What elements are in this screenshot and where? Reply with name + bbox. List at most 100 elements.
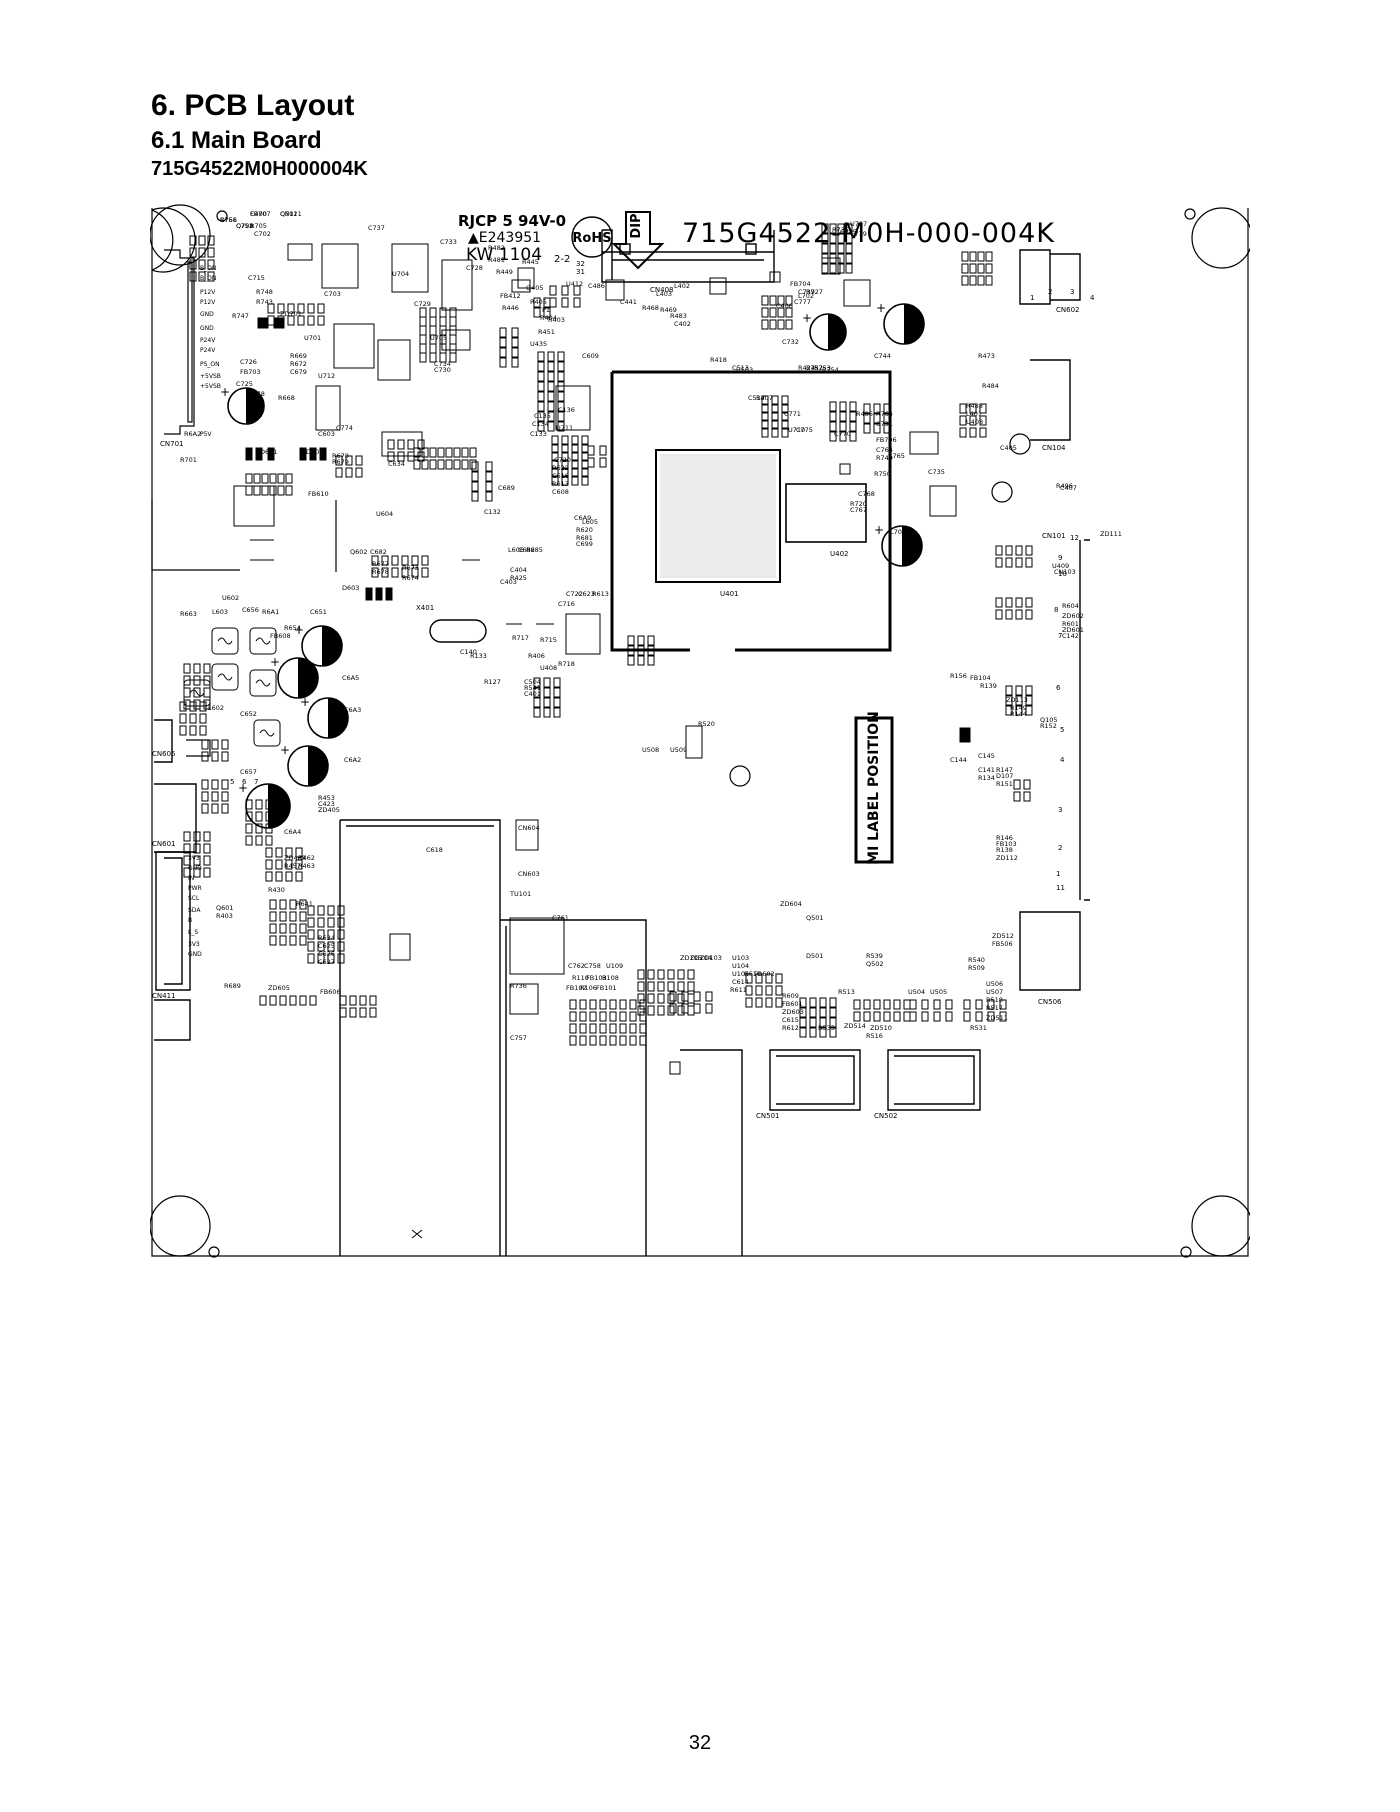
- footprint: [829, 997, 837, 1008]
- footprint: [647, 969, 655, 980]
- rohs-mark: RoHS: [571, 216, 613, 258]
- ref-c183: FB412: [500, 292, 521, 300]
- footprint: [969, 263, 977, 274]
- ref-c168: R622: [552, 464, 569, 472]
- footprint: [327, 929, 335, 940]
- footprint: [499, 327, 507, 338]
- pin-number: 1: [1056, 870, 1060, 878]
- ref-c210: R764: [876, 410, 893, 418]
- ref-c236: R488: [966, 402, 983, 410]
- footprint: [439, 352, 447, 363]
- footprint: [255, 799, 263, 810]
- inductor: [249, 669, 277, 697]
- footprint: [647, 993, 655, 1004]
- ref-c106: C614: [732, 978, 749, 986]
- footprint: [221, 779, 229, 790]
- ref-c12: C728: [466, 264, 483, 272]
- ref-c185: R445: [522, 258, 539, 266]
- footprint: [1025, 557, 1033, 568]
- ref-c77: R634: [318, 934, 335, 942]
- connector-label-right-top: CN602: [1056, 306, 1080, 314]
- footprint: [769, 295, 777, 306]
- footprint: [515, 819, 539, 851]
- pin-number: 7: [1058, 632, 1062, 640]
- footprint: [587, 445, 595, 456]
- footprint: [571, 451, 579, 462]
- footprint: [561, 459, 569, 470]
- footprint: [553, 687, 561, 698]
- date-suffix: 2-2: [554, 254, 570, 265]
- pin-label: +5VSB: [200, 383, 221, 390]
- footprint: [995, 557, 1003, 568]
- ref-c232: C739: [798, 288, 815, 296]
- footprint: [543, 697, 551, 708]
- footprint: [761, 427, 769, 438]
- footprint: [755, 973, 763, 984]
- right-connectors: [1019, 249, 1090, 991]
- footprint: [639, 1035, 647, 1046]
- svg-text:+: +: [300, 695, 310, 709]
- footprint: [439, 316, 447, 327]
- footprint: [411, 555, 419, 566]
- ref-c78: C625: [318, 942, 335, 950]
- screw-icon-tr: [1184, 208, 1196, 220]
- pin-number: 31: [576, 268, 585, 276]
- ref-c199: C512: [748, 394, 765, 402]
- footprint: [863, 403, 871, 414]
- footprint: [995, 545, 1003, 556]
- footprint: [245, 473, 253, 484]
- footprint: [785, 295, 793, 306]
- ref-c180: R405: [530, 298, 547, 306]
- footprint: [413, 459, 421, 470]
- footprint: [265, 871, 273, 882]
- footprint: [581, 451, 589, 462]
- footprint: [853, 999, 861, 1010]
- footprint: [599, 1011, 607, 1022]
- screw-icon-br: [1180, 1246, 1192, 1258]
- footprint: [193, 699, 201, 710]
- footprint: [987, 999, 995, 1010]
- footprint: [587, 457, 595, 468]
- footprint: [799, 1017, 807, 1028]
- page-number: 32: [688, 1732, 712, 1754]
- footprint: [547, 421, 555, 432]
- footprint: [543, 307, 551, 318]
- footprint: [637, 1005, 645, 1016]
- footprint: [945, 1011, 953, 1022]
- footprint: [557, 391, 565, 402]
- footprint: [279, 899, 287, 910]
- ref-c250: FB104: [970, 674, 991, 682]
- pin-label: GND: [200, 311, 214, 318]
- footprint: [537, 371, 545, 382]
- ref-c75: Q601: [216, 904, 234, 912]
- footprint: [375, 587, 383, 601]
- footprint: [445, 459, 453, 470]
- footprint: [499, 337, 507, 348]
- ref-c96: R108: [602, 974, 619, 982]
- footprint: [371, 567, 379, 578]
- footprint: [255, 823, 263, 834]
- inductor: [249, 627, 277, 655]
- footprint: [279, 995, 287, 1006]
- pin-label: SCL: [188, 895, 200, 902]
- footprint: [369, 1007, 377, 1018]
- footprint: [287, 303, 295, 314]
- footprint: [533, 697, 541, 708]
- footprint: [761, 319, 769, 330]
- footprint: [761, 295, 769, 306]
- footprint: [669, 1003, 677, 1014]
- footprint: [799, 1007, 807, 1018]
- ref-c187: U412: [566, 280, 583, 288]
- footprint: [245, 823, 253, 834]
- rohs-label: RoHS: [572, 231, 611, 246]
- footprint: [843, 279, 871, 307]
- ref-c260: R134: [978, 774, 995, 782]
- connector-cn605-outline: [154, 719, 173, 763]
- footprint: [829, 411, 837, 422]
- footprint: [511, 279, 531, 293]
- ref-c173: C135: [534, 412, 551, 420]
- footprint: [969, 275, 977, 286]
- ref-c91: C762: [568, 962, 585, 970]
- ref-c82: ZD605: [268, 984, 290, 992]
- ref-c30: U712: [318, 372, 335, 380]
